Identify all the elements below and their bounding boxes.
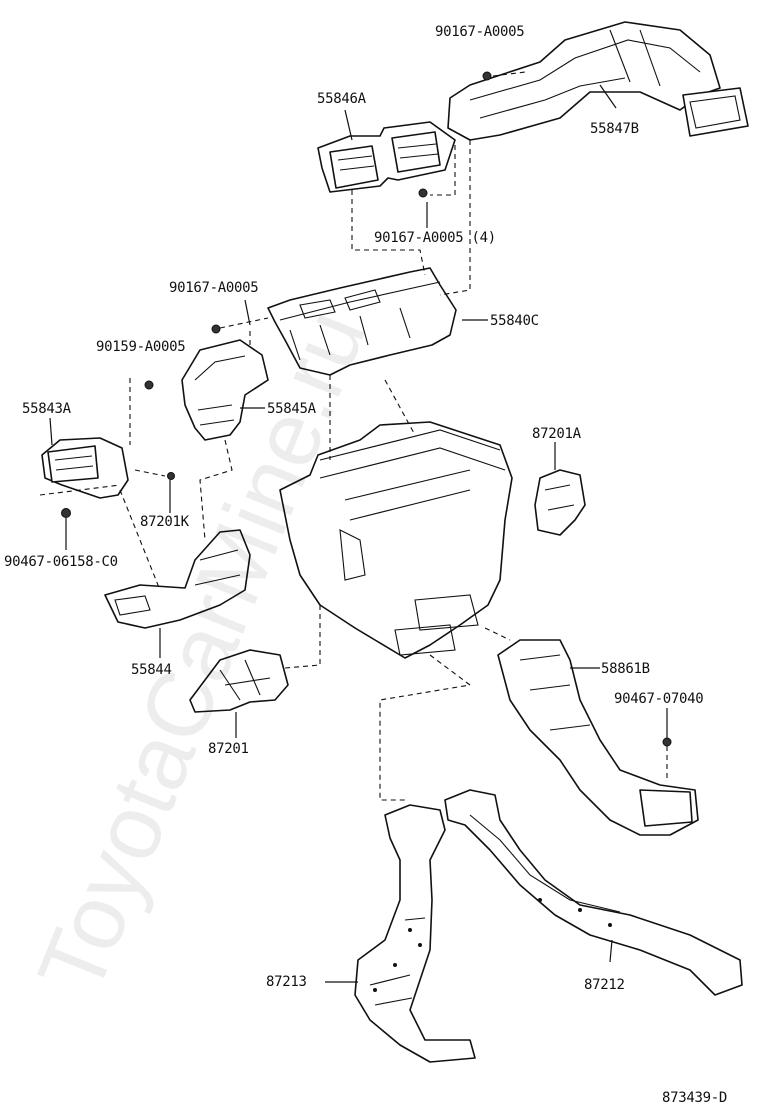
diagram-code: 873439-D — [662, 1090, 728, 1106]
label-58861b: 58861B — [601, 661, 650, 677]
duct-55840c — [267, 267, 457, 376]
label-90167-a0005-mid: 90167-A0005 — [169, 280, 259, 296]
label-55845a: 55845A — [267, 401, 316, 417]
label-90167-a0005-4: 90167-A0005 (4) — [374, 230, 496, 246]
bolt-90167-mid — [211, 324, 221, 334]
label-87201: 87201 — [208, 741, 249, 757]
clip-90467-07040 — [662, 737, 672, 747]
leader-lines — [49, 84, 668, 983]
label-90467-07040: 90467-07040 — [614, 691, 704, 707]
part-87201a — [534, 469, 586, 536]
label-87212: 87212 — [584, 977, 625, 993]
label-90167-a0005-top: 90167-A0005 — [435, 24, 525, 40]
label-55846a: 55846A — [317, 91, 366, 107]
vent-55846a — [317, 121, 456, 193]
heater-unit — [279, 421, 513, 659]
bolt-90167-top — [482, 71, 492, 81]
duct-55844 — [104, 529, 251, 629]
label-55840c: 55840C — [490, 313, 539, 329]
part-87212 — [444, 789, 743, 996]
connection-lines — [39, 71, 668, 801]
label-90159-a0005: 90159-A0005 — [96, 339, 186, 355]
duct-55847b — [447, 21, 749, 141]
label-55847b: 55847B — [590, 121, 639, 137]
part-87213 — [354, 804, 476, 1063]
clip-90467-06158 — [61, 508, 71, 518]
part-87201 — [189, 649, 289, 713]
bolt-90159 — [144, 380, 154, 390]
label-55843a: 55843A — [22, 401, 71, 417]
vent-55843a — [41, 437, 129, 499]
label-87213: 87213 — [266, 974, 307, 990]
label-87201a: 87201A — [532, 426, 581, 442]
label-55844: 55844 — [131, 662, 172, 678]
bolt-90167-4 — [418, 188, 428, 198]
duct-58861b — [497, 639, 699, 836]
clip-87201k — [167, 472, 175, 480]
label-90467-06158-c0: 90467-06158-C0 — [4, 554, 118, 570]
label-87201k: 87201K — [140, 514, 189, 530]
duct-55845a — [181, 339, 269, 441]
